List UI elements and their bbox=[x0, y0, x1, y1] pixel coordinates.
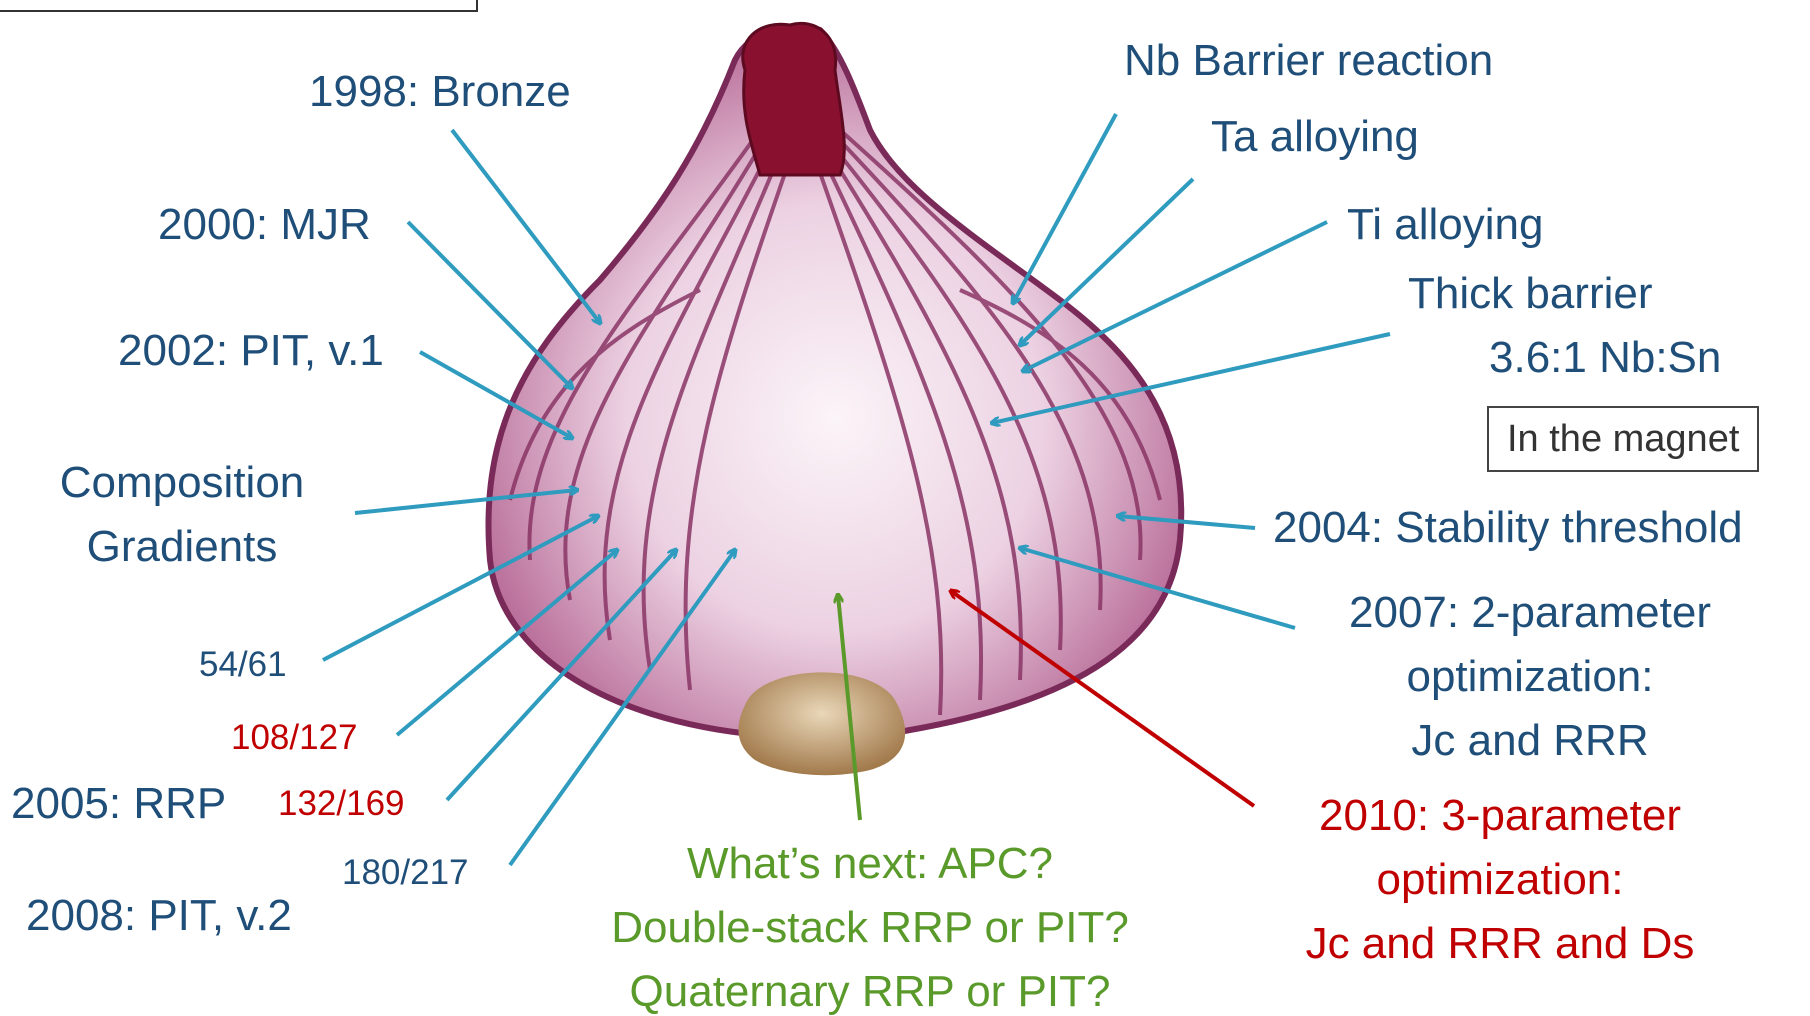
label-2008-pit-v2: 2008: PIT, v.2 bbox=[26, 894, 292, 938]
label-54-61: 54/61 bbox=[199, 647, 287, 682]
label-ta-alloying: Ta alloying bbox=[1211, 115, 1419, 159]
arrow-thick-barrier bbox=[992, 334, 1390, 423]
label-nb-barrier-reaction: Nb Barrier reaction bbox=[1124, 39, 1493, 83]
label-2007-optimization: 2007: 2-parameter optimization: Jc and R… bbox=[1300, 591, 1760, 763]
arrow-whats-next bbox=[838, 595, 860, 820]
optimization-2007-line-2: optimization: bbox=[1300, 655, 1760, 699]
label-2002-pit-v1: 2002: PIT, v.1 bbox=[118, 329, 384, 373]
whats-next-line-2: Double-stack RRP or PIT? bbox=[540, 906, 1200, 950]
label-2004-stability: 2004: Stability threshold bbox=[1273, 506, 1743, 550]
label-ti-alloying: Ti alloying bbox=[1347, 203, 1543, 247]
arrow-mjr bbox=[408, 222, 572, 388]
arrow-ta-alloying bbox=[1020, 179, 1193, 345]
arrow-2007 bbox=[1020, 548, 1295, 628]
arrow-180-217 bbox=[510, 550, 735, 865]
optimization-2007-line-1: 2007: 2-parameter bbox=[1300, 591, 1760, 635]
arrow-bronze bbox=[452, 130, 600, 323]
whats-next-line-1: What’s next: APC? bbox=[540, 842, 1200, 886]
composition-line-1: Composition bbox=[44, 461, 320, 505]
label-2000-mjr: 2000: MJR bbox=[158, 203, 371, 247]
arrow-composition bbox=[355, 490, 577, 513]
arrow-2010 bbox=[951, 591, 1254, 806]
optimization-2010-line-2: optimization: bbox=[1255, 858, 1745, 902]
in-the-magnet-box: In the magnet bbox=[1487, 406, 1759, 472]
label-132-169: 132/169 bbox=[278, 786, 405, 821]
label-180-217: 180/217 bbox=[342, 855, 469, 890]
arrow-108-127 bbox=[397, 550, 617, 735]
label-nb-sn-ratio: 3.6:1 Nb:Sn bbox=[1489, 336, 1721, 380]
optimization-2010-line-3: Jc and RRR and Ds bbox=[1255, 922, 1745, 966]
arrow-stability bbox=[1118, 516, 1255, 528]
label-1998-bronze: 1998: Bronze bbox=[309, 70, 571, 114]
whats-next-line-3: Quaternary RRP or PIT? bbox=[540, 970, 1200, 1014]
arrow-nb-barrier bbox=[1013, 114, 1116, 303]
label-thick-barrier: Thick barrier bbox=[1408, 272, 1653, 316]
arrow-54-61 bbox=[323, 516, 598, 660]
optimization-2007-line-3: Jc and RRR bbox=[1300, 719, 1760, 763]
label-2005-rrp: 2005: RRP bbox=[11, 782, 226, 826]
label-108-127: 108/127 bbox=[231, 720, 358, 755]
composition-line-2: Gradients bbox=[44, 525, 320, 569]
optimization-2010-line-1: 2010: 3-parameter bbox=[1255, 794, 1745, 838]
label-whats-next: What’s next: APC? Double-stack RRP or PI… bbox=[540, 842, 1200, 1014]
label-2010-optimization: 2010: 3-parameter optimization: Jc and R… bbox=[1255, 794, 1745, 966]
label-composition-gradients: Composition Gradients bbox=[44, 461, 320, 569]
arrow-132-169 bbox=[447, 550, 676, 800]
